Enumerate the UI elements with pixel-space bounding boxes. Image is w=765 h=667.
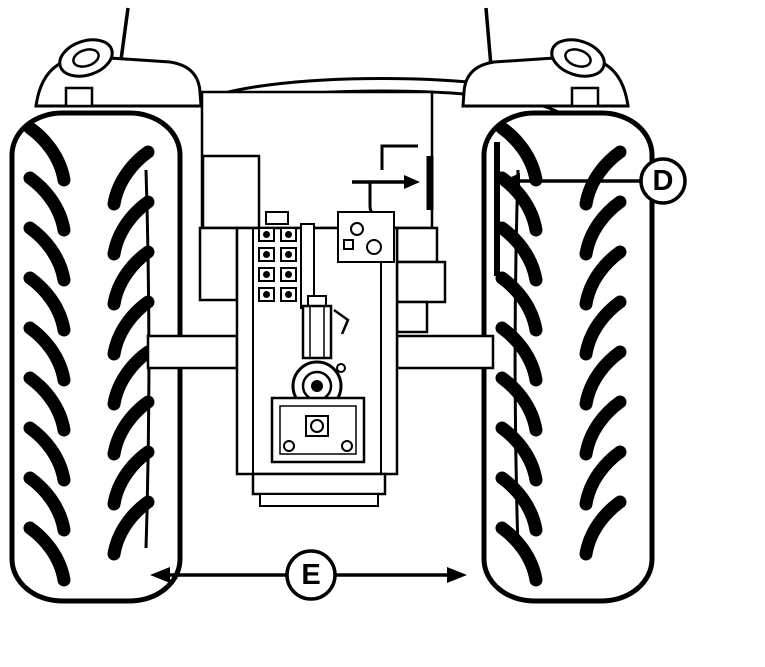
callout-e: E bbox=[150, 549, 467, 601]
callout-d-arrow-head-icon bbox=[502, 173, 520, 189]
pto-shaft-icon bbox=[311, 380, 323, 392]
selector-switch bbox=[343, 239, 354, 250]
pto-bolt bbox=[336, 363, 346, 373]
fender-left-bracket bbox=[64, 86, 94, 108]
coupler-cap-icon bbox=[263, 231, 270, 238]
drawbar-base bbox=[259, 493, 379, 507]
control-lever bbox=[333, 308, 350, 335]
housing-step-left bbox=[198, 226, 239, 302]
selector-plate-outline bbox=[337, 211, 395, 263]
callout-d: D bbox=[494, 142, 687, 276]
selector-knob bbox=[350, 222, 364, 236]
drawbar-support bbox=[251, 472, 387, 496]
callout-e-label: E bbox=[301, 559, 320, 591]
cylinder-cap bbox=[307, 295, 327, 307]
lift-arm-left bbox=[146, 334, 239, 370]
right-work-light-lens bbox=[564, 48, 592, 68]
coupler-cap-icon bbox=[263, 291, 270, 298]
hydraulic-couplers bbox=[258, 211, 315, 309]
coupler-cap-icon bbox=[263, 251, 270, 258]
coupler-cap-icon bbox=[263, 271, 270, 278]
coupler-cap-icon bbox=[285, 231, 292, 238]
callout-d-circle bbox=[639, 157, 687, 205]
coupler-valve-top bbox=[265, 211, 289, 225]
coupler-cap-icon bbox=[285, 251, 292, 258]
coupler-cap-icon bbox=[285, 291, 292, 298]
fender-right bbox=[461, 38, 630, 108]
selector-plate bbox=[337, 211, 395, 263]
lever-arrow-head-icon bbox=[404, 175, 420, 189]
selector-knob bbox=[366, 239, 382, 255]
callout-e-circle bbox=[285, 549, 337, 601]
toolbox bbox=[201, 154, 261, 230]
drawbar-pin-hole bbox=[310, 419, 324, 433]
lift-cylinder bbox=[301, 304, 333, 360]
drawbar-assembly bbox=[251, 396, 387, 507]
fender-left bbox=[34, 38, 203, 108]
callout-d-label: D bbox=[653, 165, 674, 197]
coupler-cap-icon bbox=[285, 271, 292, 278]
fender-right-bracket bbox=[570, 86, 600, 108]
housing-step-right-lower bbox=[395, 300, 429, 334]
lever-bracket bbox=[380, 144, 418, 170]
drawbar-bolt bbox=[341, 440, 353, 452]
right-tire bbox=[481, 110, 655, 604]
housing-step-right-upper bbox=[395, 226, 439, 264]
left-work-light-lens bbox=[72, 48, 100, 68]
drawbar-bolt bbox=[283, 440, 295, 452]
housing-flange-right bbox=[395, 260, 447, 304]
callout-e-right-arrow-head-icon bbox=[447, 567, 467, 583]
left-antenna bbox=[119, 7, 130, 61]
callout-e-left-arrow-head-icon bbox=[150, 567, 170, 583]
lift-arm-right bbox=[395, 334, 495, 370]
